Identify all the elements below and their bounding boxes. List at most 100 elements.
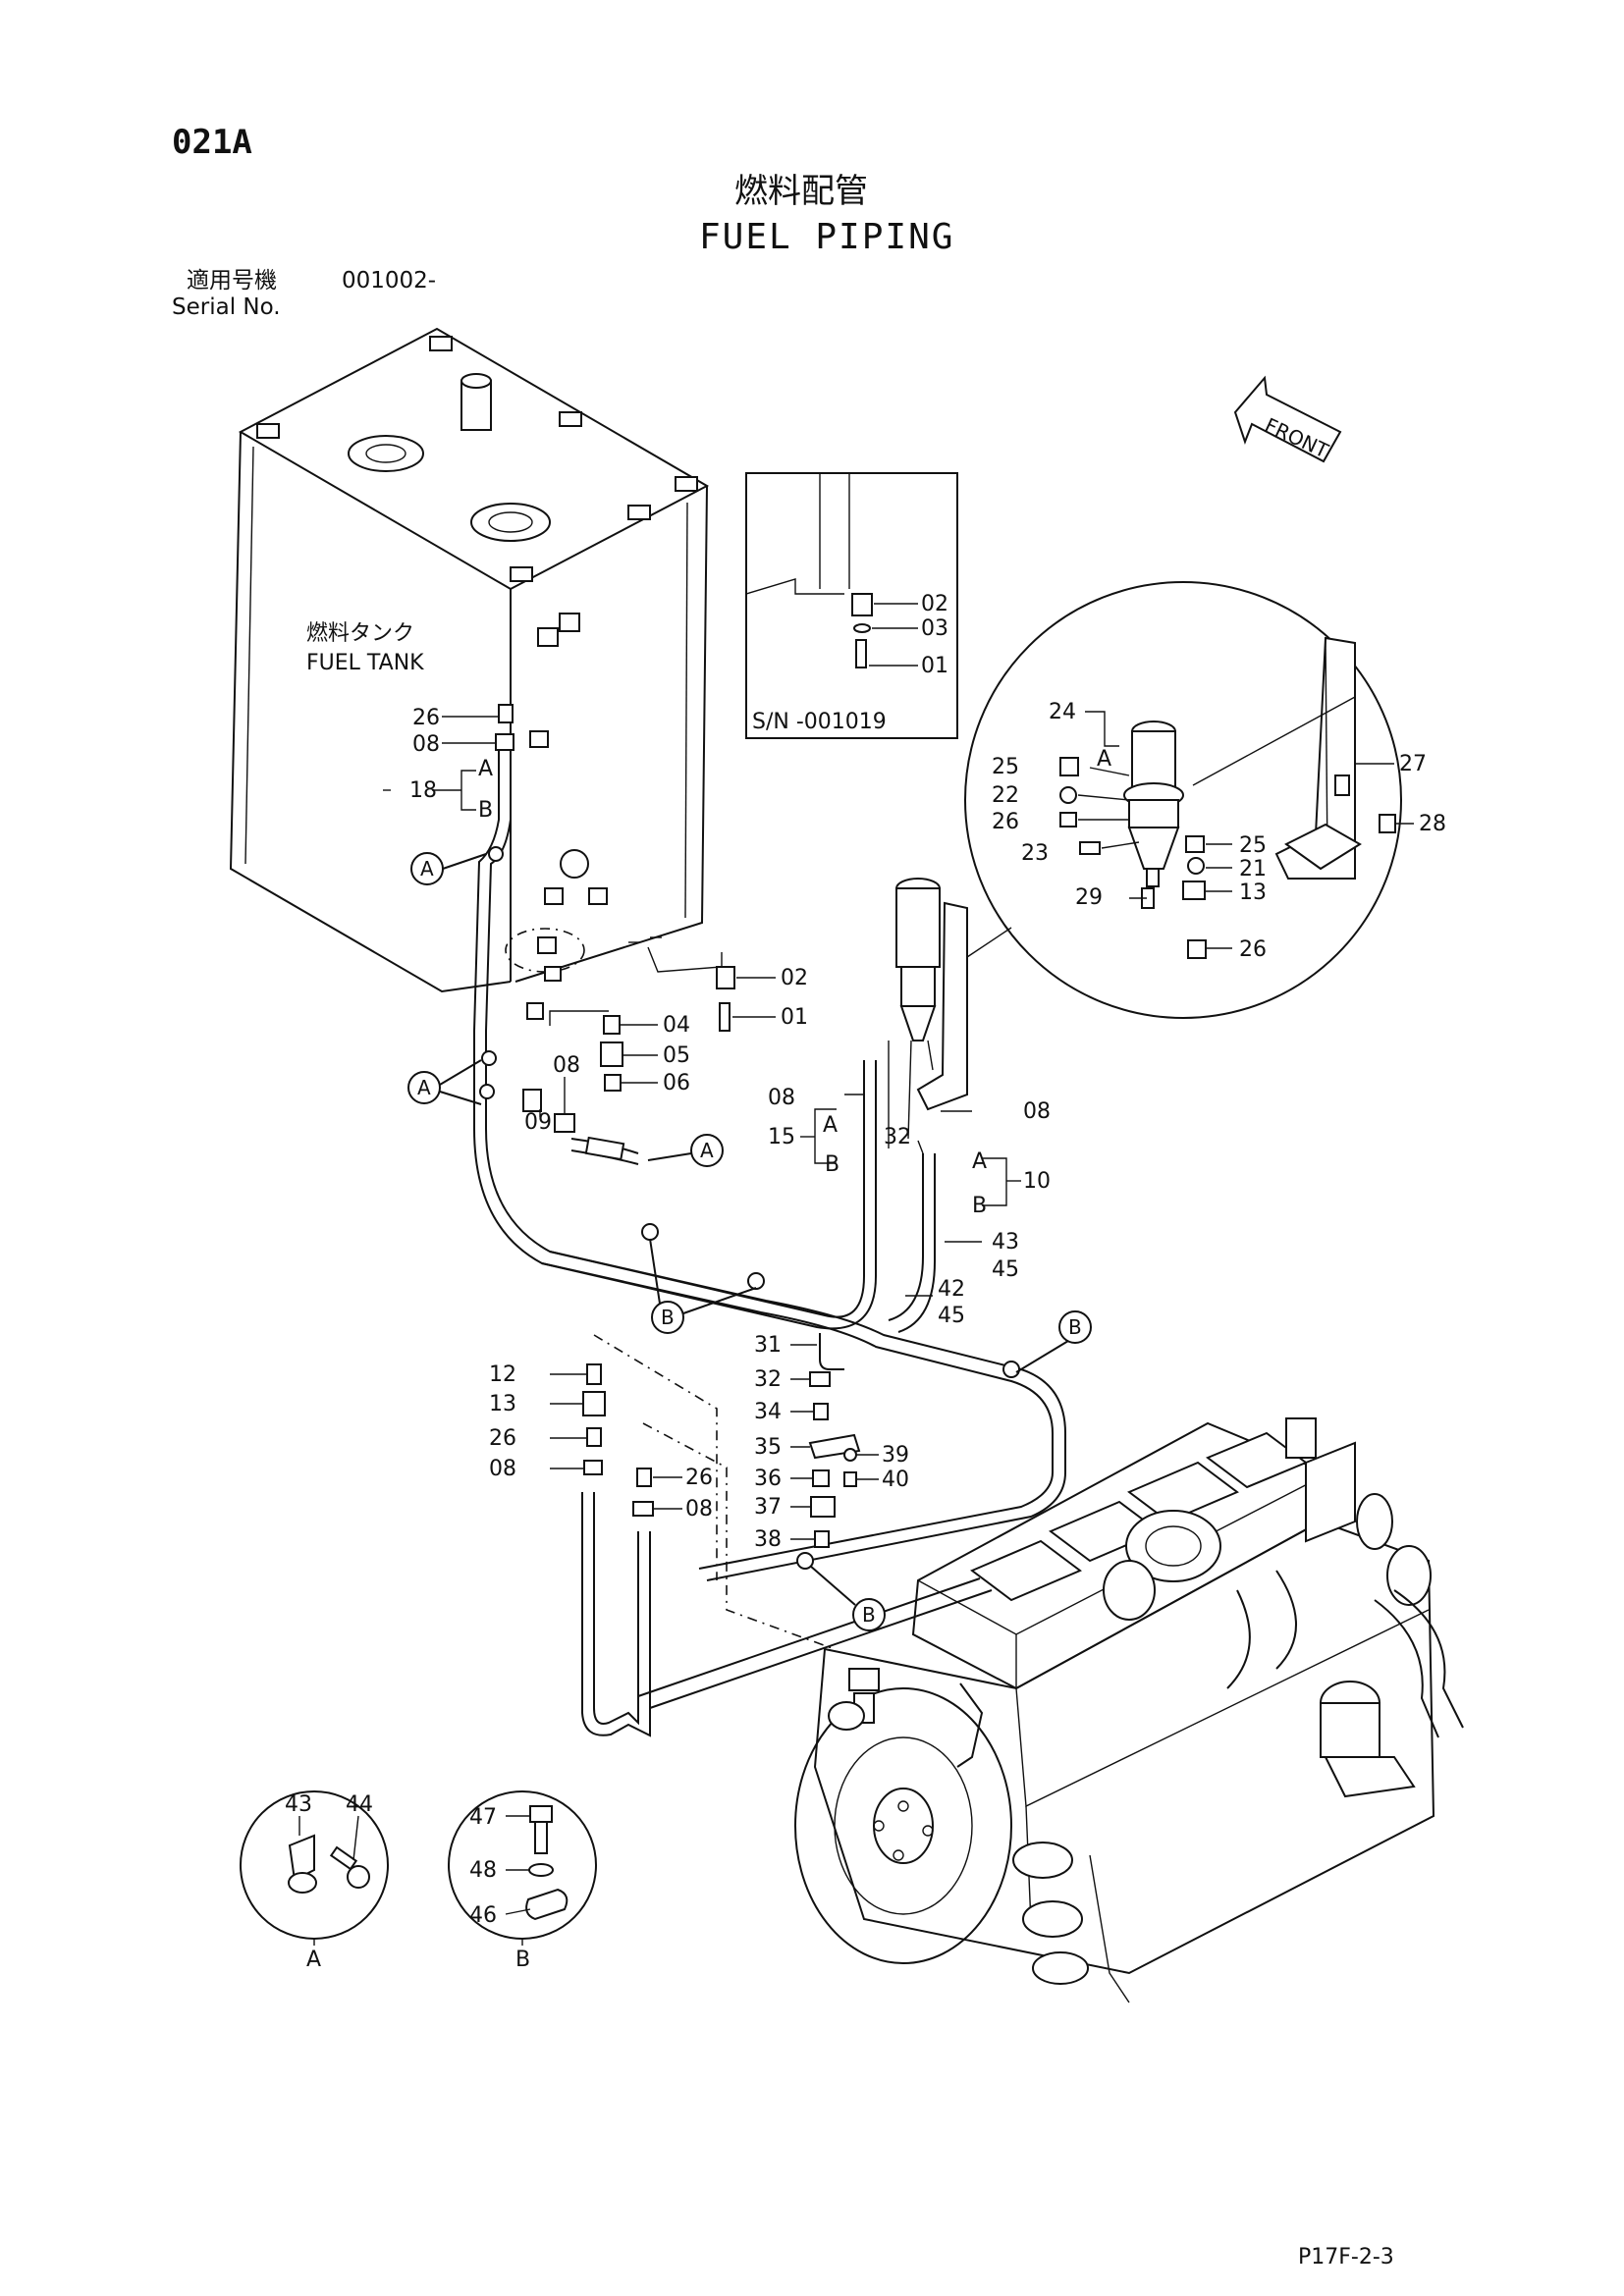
part-label-38: 38: [754, 1527, 782, 1552]
part-label-26-lower-b: 26: [685, 1466, 713, 1490]
fuel-tank-label-en: FUEL TANK: [306, 651, 424, 675]
part-label-13-detail: 13: [1239, 881, 1267, 905]
part-label-26-lower: 26: [489, 1426, 516, 1451]
part-label-25-left: 25: [992, 755, 1019, 779]
pipe-clamps: [479, 846, 1020, 1570]
part-label-32-upper: 32: [884, 1125, 911, 1149]
part-label-09: 09: [524, 1110, 552, 1135]
marker-b-18: B: [478, 798, 493, 823]
part-label-08-filter-a: 08: [768, 1086, 795, 1110]
fuel-tank-label-jp: 燃料タンク: [306, 621, 414, 646]
circled-marker-a-3: [647, 1134, 724, 1167]
marker-b-15: B: [825, 1152, 839, 1177]
serial-number-value: 001002-: [342, 268, 437, 294]
part-label-08-filter-b: 08: [1023, 1099, 1051, 1124]
part-label-01-tank: 01: [781, 1005, 808, 1030]
part-label-26-detail-b: 26: [1239, 937, 1267, 962]
tank-drain-fittings: [549, 946, 776, 1092]
part-label-36: 36: [754, 1467, 782, 1491]
page-reference: P17F-2-3: [1298, 2245, 1394, 2269]
part-label-35: 35: [754, 1435, 782, 1460]
part-label-46: 46: [469, 1903, 497, 1928]
detail-circle-b: [448, 1790, 597, 1946]
part-label-08-tank: 08: [412, 732, 440, 757]
inset-serial-label: S/N -001019: [752, 710, 887, 734]
page-code: 021A: [172, 123, 252, 162]
fuel-filter-detail-circle: [964, 581, 1414, 1019]
part-label-21: 21: [1239, 857, 1267, 881]
circled-marker-a-3-label: A: [700, 1139, 714, 1162]
part-label-05: 05: [663, 1043, 690, 1068]
circled-marker-a-2: [407, 1059, 482, 1105]
circled-marker-a-1-label: A: [420, 857, 434, 881]
front-arrow-icon: [1233, 375, 1342, 463]
detail-a-caption: A: [306, 1948, 321, 1972]
part-label-28: 28: [1419, 812, 1446, 836]
filter-leader-lines: [800, 1094, 1021, 1297]
circled-marker-b-3: [809, 1565, 886, 1631]
part-label-24: 24: [1049, 700, 1076, 724]
part-label-27: 27: [1399, 752, 1427, 776]
part-label-15: 15: [768, 1125, 795, 1149]
fuel-tank-illustration: [229, 327, 710, 1020]
front-label: FRONT: [1262, 413, 1333, 463]
part-label-32: 32: [754, 1367, 782, 1392]
part-label-45-lower: 45: [938, 1304, 965, 1328]
marker-a-18: A: [478, 757, 493, 781]
circled-marker-b-2-label: B: [1068, 1315, 1082, 1339]
detail-circle-a: [240, 1790, 389, 1946]
part-label-02-tank: 02: [781, 966, 808, 990]
part-label-44: 44: [346, 1792, 373, 1817]
detail-b-caption: B: [515, 1948, 530, 1972]
part-label-22: 22: [992, 783, 1019, 808]
part-label-25-right: 25: [1239, 833, 1267, 858]
part-label-12: 12: [489, 1362, 516, 1387]
marker-a-10: A: [972, 1149, 987, 1174]
part-label-31: 31: [754, 1333, 782, 1358]
part-label-43: 43: [992, 1230, 1019, 1255]
serial-label-japanese: 適用号機: [187, 268, 277, 294]
engine-illustration: [794, 1417, 1464, 2003]
lower-left-fittings: [550, 1363, 682, 1517]
part-label-02: 02: [921, 592, 948, 616]
fuel-filter-assembly: [888, 878, 968, 1148]
part-label-01: 01: [921, 654, 948, 678]
circled-marker-b-1: [649, 1238, 757, 1334]
center-fitting-stack: [790, 1333, 879, 1548]
marker-a-15: A: [823, 1113, 838, 1138]
part-label-48: 48: [469, 1858, 497, 1883]
inset-early-serial: [745, 472, 958, 739]
title-japanese: 燃料配管: [734, 172, 868, 211]
part-label-03: 03: [921, 616, 948, 641]
part-label-10: 10: [1023, 1169, 1051, 1194]
circled-marker-a-1: [410, 852, 487, 885]
part-label-26-detail: 26: [992, 810, 1019, 834]
part-label-39: 39: [882, 1443, 909, 1468]
part-label-06: 06: [663, 1071, 690, 1095]
part-label-37: 37: [754, 1495, 782, 1520]
part-label-42: 42: [938, 1277, 965, 1302]
part-label-40: 40: [882, 1468, 909, 1492]
part-label-13: 13: [489, 1392, 516, 1416]
part-label-23: 23: [1021, 841, 1049, 866]
part-label-08-lower: 08: [489, 1457, 516, 1481]
part-label-45-upper: 45: [992, 1257, 1019, 1282]
part-label-47: 47: [469, 1805, 497, 1830]
tank-hose-leaders: [432, 704, 575, 1133]
part-label-08-lower-b: 08: [685, 1497, 713, 1522]
marker-a-detail: A: [1097, 747, 1111, 772]
part-label-26-tank: 26: [412, 706, 440, 730]
part-label-43-detail: 43: [285, 1792, 312, 1817]
part-label-08-mid: 08: [553, 1053, 580, 1078]
circled-marker-b-3-label: B: [862, 1603, 876, 1627]
part-label-18: 18: [409, 778, 437, 803]
circled-marker-b-1-label: B: [661, 1306, 675, 1329]
part-label-29: 29: [1075, 885, 1103, 910]
circled-marker-a-2-label: A: [417, 1076, 431, 1099]
part-label-34: 34: [754, 1400, 782, 1424]
serial-label-english: Serial No.: [172, 294, 281, 320]
title-english: FUEL PIPING: [699, 217, 955, 257]
marker-b-10: B: [972, 1194, 987, 1218]
circled-marker-b-2: [1015, 1310, 1092, 1373]
